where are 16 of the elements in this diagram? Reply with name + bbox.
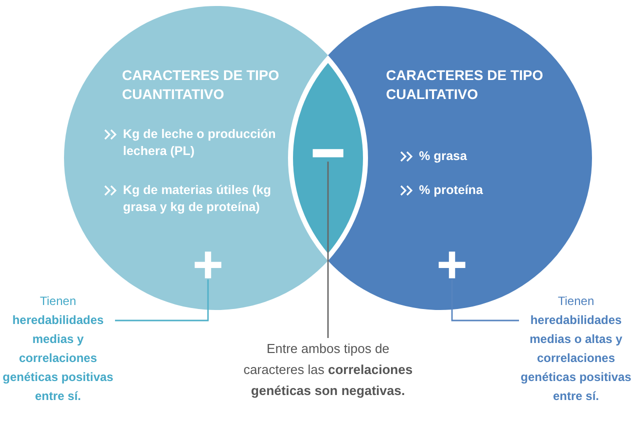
leader-line	[115, 279, 209, 322]
leader-line	[451, 279, 519, 322]
overlap-lens	[293, 62, 363, 254]
category-heading: CARACTERES DE TIPO CUALITATIVO	[386, 66, 544, 104]
minus-sign: −	[310, 144, 346, 162]
plus-sign: +	[191, 250, 225, 280]
bullet-text: % grasa	[419, 148, 468, 165]
bullet-text: % proteína	[419, 182, 484, 199]
plus-sign: +	[435, 250, 469, 280]
bullet-text: Kg de materias útiles (kg grasa y kg de proteína)	[123, 182, 272, 216]
bullet-text: Kg de leche o producción lechera (PL)	[123, 126, 277, 160]
leader-line	[327, 162, 329, 338]
category-heading: CARACTERES DE TIPO CUANTITATIVO	[122, 66, 280, 104]
annotation-text: Tienen heredabilidades medias o altas y correlaciones genéticas positivas entre sí.	[519, 292, 633, 406]
annotation-text: Entre ambos tipos de caracteres las correlaciones genéticas son negativas.	[238, 338, 418, 401]
annotation-text: Tienen heredabilidades medias y correlaciones genéticas positivas entre sí.	[1, 292, 115, 406]
